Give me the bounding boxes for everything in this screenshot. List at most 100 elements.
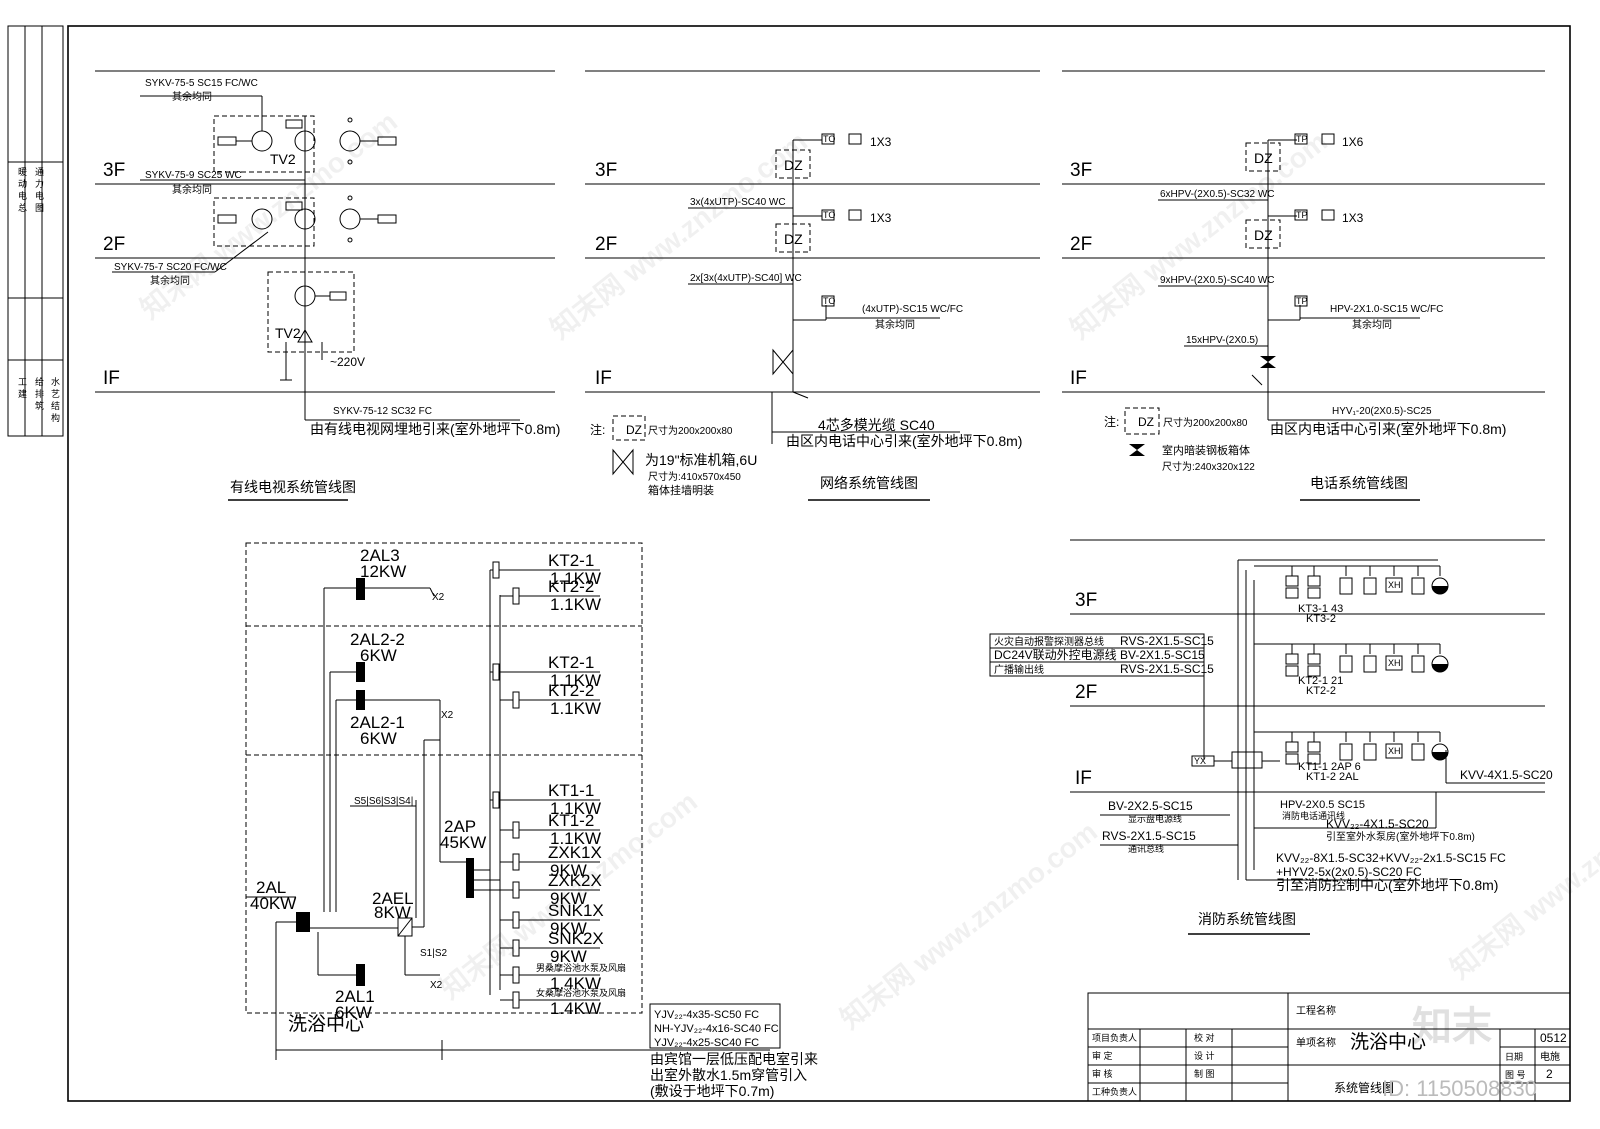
watermark-2: 知末网 www.znzmo.com (544, 125, 813, 345)
load-breaker (512, 966, 520, 984)
power-2al22-kw: 6KW (360, 646, 397, 665)
phone-floor-2f: 2F (1070, 234, 1092, 255)
fire-heat-detector (1363, 655, 1377, 673)
power-2al21: 2AL2-1 (350, 713, 405, 732)
net-1x3-3f: 1X3 (870, 135, 892, 149)
load-breaker (512, 881, 520, 899)
tb-r3: 审 核 (1092, 1068, 1113, 1079)
watermark-3: 知末网 www.znzmo.com (1064, 125, 1333, 345)
phone-cable-2f: 9xHPV-(2X0.5)-SC40 WC (1160, 275, 1274, 286)
fire-kt2: KT2-1 21 (1298, 675, 1343, 687)
fire-module (1285, 741, 1299, 753)
tb-r4: 工种负责人 (1092, 1086, 1137, 1097)
side-text-12: 排 (35, 388, 44, 399)
power-2ael: 2AEL (372, 889, 414, 908)
load-kw: 1.4KW (550, 999, 601, 1018)
power-2al: 2AL (256, 878, 286, 897)
fire-heat-detector (1363, 743, 1377, 761)
net-dz-3f: DZ (784, 157, 803, 173)
fire-kvv2: KVV₂₂-4X1.5-SC20 (1326, 817, 1429, 831)
side-text-5: 暖 (18, 166, 27, 177)
net-note-label: 注: (590, 422, 605, 437)
tb-c2: 设 计 (1194, 1050, 1215, 1061)
fire-manual-alarm (1411, 743, 1425, 761)
power-2al-kw: 40KW (250, 894, 296, 913)
power-s-label: S5|S6|S3|S4| (354, 796, 413, 807)
power-2al21-kw: 6KW (360, 729, 397, 748)
fire-row3-label: 广播输出线 (994, 663, 1044, 676)
tb-sheet-label: 图 号 (1505, 1070, 1526, 1080)
fire-floor-3f: 3F (1075, 590, 1097, 611)
load-kw: 1.1KW (550, 699, 601, 718)
watermark-5: 知末网 www.znzmo.com (834, 815, 1103, 1035)
side-text-2: 力 (35, 178, 44, 189)
load-kw: 1.1KW (550, 799, 601, 818)
load-breaker (512, 821, 520, 839)
phone-floor-1f: IF (1070, 368, 1087, 389)
fire-kvv3: KVV₂₂-8X1.5-SC32+KVV₂₂-2x1.5-SC15 FC (1276, 851, 1506, 865)
load-breaker (512, 991, 520, 1009)
fire-bv: BV-2X2.5-SC15 (1108, 799, 1193, 813)
load-breaker (512, 691, 520, 709)
tb-c1: 校 对 (1194, 1032, 1215, 1043)
fire-rvs: RVS-2X1.5-SC15 (1102, 829, 1196, 843)
fire-hydrant-button (1385, 743, 1403, 759)
phone-cable-3f: 6xHPV-(2X0.5)-SC32 WC (1160, 189, 1274, 200)
net-cable-2f: 2x[3x(4xUTP)-SC40] WC (690, 273, 802, 284)
side-text-8: 总 (18, 202, 27, 213)
side-text-17: 构 (51, 412, 60, 423)
watermarks: 知末网 www.znzmo.com 知末网 www.znzmo.com 知末网 … (134, 105, 1600, 1035)
load-breaker (492, 791, 500, 809)
power-src-2: 出室外散水1.5m穿管引入 (650, 1067, 807, 1083)
fire-smoke-detector (1339, 655, 1353, 673)
net-1x3-2f: 1X3 (870, 211, 892, 225)
power-2al1-kw: 6KW (335, 1003, 372, 1022)
side-text-4: 图 (35, 203, 44, 213)
load-kw: 1.4KW (550, 974, 601, 993)
net-fiber: 4芯多模光缆 SC40 (818, 417, 935, 433)
fire-kt1: KT1-1 2AP 6 (1298, 761, 1361, 773)
network-system: 3F 2F IF DZ DZ TO 1X3 TO 1X3 3x(4xUTP)-S… (585, 70, 1040, 501)
load-name: KT2-1 (548, 551, 594, 570)
power-src-1: 由宾馆一层低压配电室引来 (650, 1051, 818, 1067)
fire-module (1285, 575, 1299, 587)
power-x2-c: X2 (430, 980, 443, 991)
power-src-3: (敷设于地坪下0.7m) (650, 1083, 774, 1099)
power-cable-3: YJV₂₂-4x25-SC40 FC (654, 1037, 759, 1049)
fire-smoke-detector (1339, 577, 1353, 595)
load-breaker (512, 587, 520, 605)
power-x2-b: X2 (441, 710, 454, 721)
side-text-7: 电 (18, 190, 27, 201)
power-s12: S1|S2 (420, 948, 447, 959)
tv-main-cable: SYKV-75-12 SC32 FC (333, 406, 432, 417)
tb-sheet-value: 2 (1546, 1067, 1553, 1081)
phone-system: 3F 2F IF DZ DZ TP 1X6 TP 1X3 6xHPV-(2X0.… (1062, 70, 1545, 501)
side-text-10: 建 (18, 388, 27, 399)
fire-module (1307, 575, 1321, 587)
net-same: 其余均同 (875, 318, 915, 331)
side-text-14: 艺 (51, 389, 60, 399)
fire-row2-label: DC24V联动外控电源线 (994, 648, 1117, 662)
net-note-dz: DZ (626, 423, 642, 437)
phone-same: 其余均同 (1352, 318, 1392, 331)
load-name: KT1-1 (548, 781, 594, 800)
net-title: 网络系统管线图 (820, 475, 918, 491)
tv-same-3f: 其余均同 (172, 90, 212, 103)
fire-kt3: KT3-1 43 (1298, 603, 1343, 615)
phone-1x3: 1X3 (1342, 211, 1364, 225)
side-text-15: 筑 (35, 400, 44, 411)
fire-floor-1f: IF (1075, 768, 1092, 789)
watermark-6: 知末网 www.znzmo.com (1444, 765, 1600, 985)
side-strip: 通 力 电 图 暖 动 电 总 工 建 给 排 水 艺 筑 结 构 (7, 25, 64, 437)
fire-xh-label: XH (1388, 746, 1401, 756)
load-name: KT2-1 (548, 653, 594, 672)
load-name: 男桑摩浴池水泵及风扇 (536, 962, 626, 973)
net-to-1f: TO (823, 296, 835, 306)
tb-project-label: 工程名称 (1296, 1004, 1336, 1017)
load-breaker (492, 663, 500, 681)
fire-row1-cable: RVS-2X1.5-SC15 (1120, 634, 1214, 648)
load-breaker (492, 561, 500, 579)
phone-source: 由区内电话中心引来(室外地坪下0.8m) (1270, 421, 1506, 437)
